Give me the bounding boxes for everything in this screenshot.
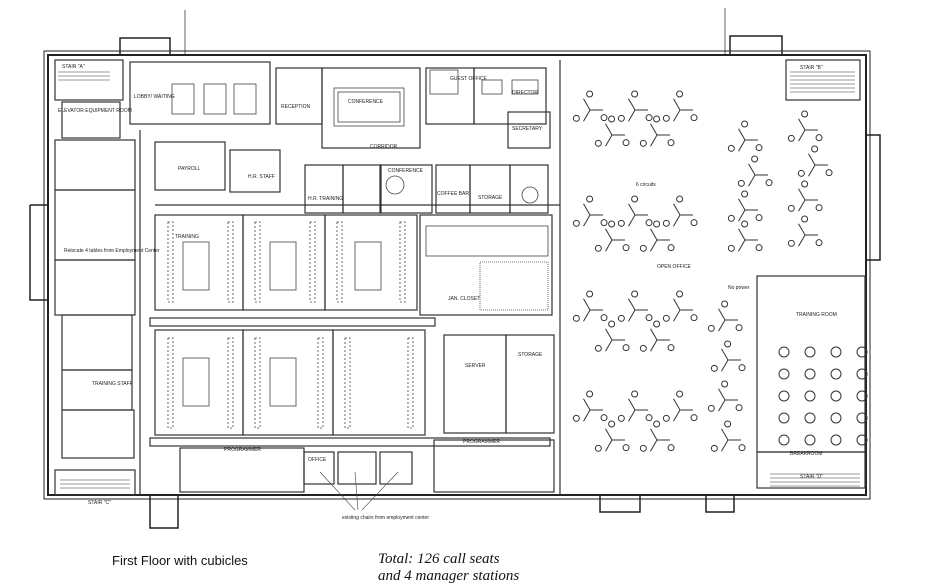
cubicle-pod xyxy=(639,115,675,147)
breakroom-table xyxy=(830,368,842,380)
storage-small-label: STORAGE xyxy=(518,352,543,358)
training-desks xyxy=(167,221,414,429)
breakroom-table xyxy=(778,390,790,402)
programmer-right-label: PROGRAMMER xyxy=(463,439,500,445)
breakroom-table xyxy=(804,412,816,424)
storage-label: STORAGE xyxy=(478,195,503,201)
stair-c-label: STAIR "C" xyxy=(88,500,111,506)
cubicle-pod xyxy=(639,220,675,252)
office-label: OFFICE xyxy=(308,457,327,463)
cubicle-pod xyxy=(787,215,823,247)
interior-walls xyxy=(54,59,866,496)
cubicle-pod xyxy=(710,420,746,452)
cubicle-pod xyxy=(594,220,630,252)
cubicle-pod xyxy=(639,320,675,352)
janitor-label: JAN. CLOSET xyxy=(448,296,480,302)
hr-training-label: H.R. TRAINING xyxy=(308,196,343,202)
room-labels: STAIR "A" STAIR "B" STAIR "C" STAIR "D" … xyxy=(58,64,837,521)
total-summary: Total: 126 call seats and 4 manager stat… xyxy=(378,551,519,585)
cubicle-pod xyxy=(707,380,743,412)
exterior-walls xyxy=(29,8,881,529)
cubicle-pod xyxy=(639,420,675,452)
cubicle-pod xyxy=(594,320,630,352)
cubicle-pod xyxy=(662,195,698,227)
breakroom-table xyxy=(778,346,790,358)
breakroom-table xyxy=(856,390,868,402)
elevator-label: ELEVATOR EQUIPMENT ROOM xyxy=(58,108,132,114)
breakroom-table xyxy=(830,412,842,424)
cubicle-pod xyxy=(662,390,698,422)
stair-a-label: STAIR "A" xyxy=(62,64,85,70)
cubicle-pod xyxy=(707,300,743,332)
breakroom-tables xyxy=(778,346,868,446)
programmer-left-label: PROGRAMMER xyxy=(224,447,261,453)
cubicle-pod xyxy=(710,340,746,372)
breakroom-table xyxy=(804,434,816,446)
reception-label: RECEPTION xyxy=(281,104,311,110)
breakroom-table xyxy=(778,412,790,424)
breakroom-table xyxy=(856,346,868,358)
hr-staff-label: H.R. STAFF xyxy=(248,174,275,180)
cubicle-pod xyxy=(787,180,823,212)
cubicle-pod xyxy=(787,110,823,142)
cubicle-pod xyxy=(662,290,698,322)
breakroom-table xyxy=(856,434,868,446)
cubicle-pod xyxy=(727,190,763,222)
cubicle-pod xyxy=(617,195,653,227)
breakroom-table xyxy=(804,390,816,402)
stair-b-label: STAIR "B" xyxy=(800,65,823,71)
training-staff-label: TRAINING STAFF xyxy=(92,381,133,387)
total-line-2: and 4 manager stations xyxy=(378,568,520,584)
cubicle-pod xyxy=(662,90,698,122)
cubicle-pod xyxy=(737,155,773,187)
leader-lines xyxy=(319,471,399,511)
cubicle-pod xyxy=(594,115,630,147)
lobby-label: LOBBY/ WAITING xyxy=(134,94,175,100)
total-line-1: Total: 126 call seats xyxy=(378,551,500,567)
relocate-note: Relocate 4 tables from Employment Center xyxy=(64,248,160,254)
breakroom-table xyxy=(804,368,816,380)
cubicle-pod xyxy=(617,90,653,122)
cubicle-pod xyxy=(572,290,608,322)
corridor-label: CORRIDOR xyxy=(370,144,398,150)
stairs xyxy=(58,71,860,489)
conference-main-label: CONFERENCE xyxy=(348,99,384,105)
breakroom-table xyxy=(778,368,790,380)
cubicle-pod xyxy=(727,120,763,152)
cubicle-pod xyxy=(572,90,608,122)
cubicle-pod xyxy=(572,195,608,227)
cubicle-pod xyxy=(572,390,608,422)
cubicle-pod xyxy=(727,220,763,252)
breakroom-table xyxy=(830,346,842,358)
open-office-label: OPEN OFFICE xyxy=(657,264,692,270)
guest-office-label: GUEST OFFICE xyxy=(450,76,488,82)
training-room-label: TRAINING ROOM xyxy=(796,312,837,318)
conference-furniture xyxy=(171,69,549,311)
breakroom-table xyxy=(856,412,868,424)
stair-d-label: STAIR "D" xyxy=(800,474,823,480)
cubicle-pod xyxy=(617,390,653,422)
circuits-note: 6 circuits xyxy=(636,182,656,188)
breakroom-table xyxy=(830,434,842,446)
breakroom-table xyxy=(830,390,842,402)
cubicle-pod xyxy=(797,145,833,177)
breakroom-table xyxy=(856,368,868,380)
server-label: SERVER xyxy=(465,363,486,369)
coffee-bar-label: COFFEE BAR xyxy=(437,191,469,197)
breakroom-label: BREAKROOM xyxy=(790,451,823,457)
cubicle-pod xyxy=(617,290,653,322)
no-power-note: No power xyxy=(728,285,750,291)
cubicle-pod xyxy=(594,420,630,452)
director-label: DIRECTOR xyxy=(512,90,538,96)
breakroom-table xyxy=(778,434,790,446)
breakroom-table xyxy=(804,346,816,358)
existing-chairs-note: existing chairs from employment center xyxy=(342,515,429,521)
secretary-label: SECRETARY xyxy=(512,126,543,132)
payroll-label: PAYROLL xyxy=(178,166,201,172)
floor-caption: First Floor with cubicles xyxy=(112,553,248,568)
training-label: TRAINING xyxy=(175,234,199,240)
conference-small-label: CONFERENCE xyxy=(388,168,424,174)
cubicle-clusters xyxy=(572,90,833,452)
